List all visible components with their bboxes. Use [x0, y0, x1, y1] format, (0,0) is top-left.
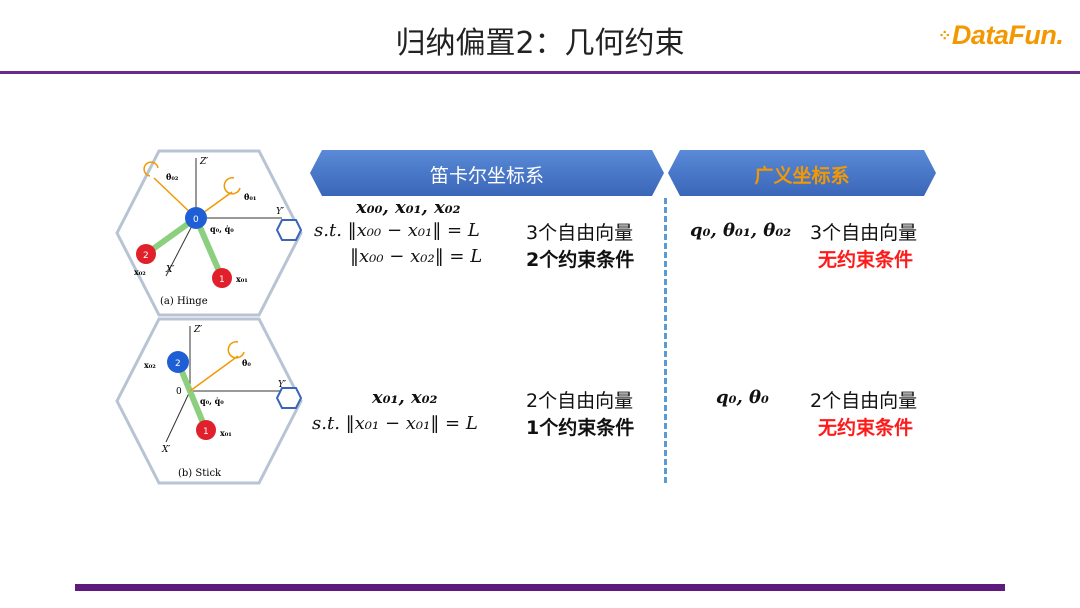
- hinge-figure: 0 2 1 Z′ Y′ X′ q₀, q̇₀ θ̇₀₂ θ̇₀₁ x₀₂ x₀₁…: [115, 149, 303, 317]
- stick-orange-vector: [189, 355, 239, 392]
- stick-atom-1-label: 1: [203, 427, 209, 437]
- stick-constraint-1: s.t. ‖x₀₁ − x₀₁‖ = L: [312, 413, 478, 434]
- stick-connector-icon: [276, 387, 302, 409]
- hinge-atom-2: [136, 244, 156, 264]
- stick-theta0-label: θ̇₀: [242, 358, 251, 368]
- stick-cartesian-vars: x₀₁, x₀₂: [372, 387, 438, 408]
- stick-rotation-arrow-icon: [227, 341, 245, 359]
- hinge-atom-1: [212, 268, 232, 288]
- hinge-theta02-label: θ̇₀₂: [166, 172, 179, 182]
- stick-y-label: Y′: [278, 380, 286, 390]
- hinge-atom-1-label: 1: [219, 275, 225, 285]
- hinge-connector-icon: [276, 219, 302, 241]
- hinge-theta01-label: θ̇₀₁: [244, 192, 256, 202]
- stick-z-label: Z′: [193, 325, 202, 335]
- hinge-cartesian-vars: x₀₀, x₀₁, x₀₂: [356, 197, 461, 218]
- stick-atom-2: [167, 351, 189, 373]
- stick-atom-1: [196, 420, 216, 440]
- stick-caption: (b) Stick: [178, 468, 222, 479]
- hinge-rotation-arrow-01-icon: [223, 177, 241, 195]
- hinge-atom-0: [185, 207, 207, 229]
- hinge-x02-label: x₀₂: [134, 267, 146, 277]
- hinge-atom-0-label: 0: [193, 215, 199, 225]
- slide-title: 归纳偏置2：几何约束: [395, 26, 685, 61]
- hinge-cartesian-free: 3个自由向量: [526, 222, 634, 244]
- hinge-caption: (a) Hinge: [160, 296, 208, 307]
- datafun-logo: ⁘DataFun.: [938, 20, 1064, 51]
- footer-bar: [75, 584, 1005, 591]
- stick-generalized-constraints: 无约束条件: [818, 417, 914, 439]
- hinge-hexagon-frame: [115, 149, 303, 317]
- cartesian-banner-label: 笛卡尔坐标系: [429, 165, 544, 187]
- hinge-constraint-2: ‖x₀₀ − x₀₂‖ = L: [350, 246, 483, 267]
- hinge-q-label: q₀, q̇₀: [210, 224, 234, 234]
- hinge-cartesian-constraints: 2个约束条件: [526, 249, 635, 271]
- stick-x01-label: x₀₁: [220, 428, 232, 438]
- hinge-constraint-1: s.t. ‖x₀₀ − x₀₁‖ = L: [314, 220, 480, 241]
- generalized-banner-label: 广义坐标系: [754, 165, 850, 187]
- stick-figure: 2 1 Z′ Y′ X′ 0 q₀, q̇₀ θ̇₀ x₀₂ x₀₁ (b) S…: [115, 317, 303, 485]
- generalized-banner: [668, 150, 936, 196]
- cartesian-banner: [310, 150, 664, 196]
- logo-dots-icon: ⁘: [938, 28, 951, 45]
- logo-text: DataFun.: [951, 20, 1064, 50]
- stick-x02-label: x₀₂: [144, 360, 156, 370]
- column-divider: [664, 198, 667, 483]
- hinge-y-label: Y′: [276, 207, 284, 217]
- stick-generalized-vars: q₀, θ₀: [716, 387, 769, 408]
- hinge-atom-2-label: 2: [143, 251, 149, 261]
- stick-origin-label: 0: [176, 387, 182, 397]
- hinge-generalized-constraints: 无约束条件: [818, 249, 914, 271]
- stick-atom-2-label: 2: [175, 359, 181, 369]
- stick-generalized-free: 2个自由向量: [810, 390, 918, 412]
- stick-hexagon-frame: [115, 317, 303, 485]
- header-divider: [0, 71, 1080, 74]
- hinge-rotation-arrow-02-icon: [143, 161, 159, 177]
- stick-q-label: q₀, q̇₀: [200, 396, 224, 406]
- stick-cartesian-constraints: 1个约束条件: [526, 417, 635, 439]
- hinge-x-label: X′: [165, 265, 174, 275]
- hinge-x01-label: x₀₁: [236, 274, 248, 284]
- hinge-generalized-free: 3个自由向量: [810, 222, 918, 244]
- header-banners: [310, 150, 936, 196]
- stick-x-label: X′: [161, 445, 170, 455]
- stick-bond: [175, 360, 209, 432]
- hinge-generalized-vars: q₀, θ₀₁, θ₀₂: [690, 220, 792, 241]
- stick-cartesian-free: 2个自由向量: [526, 390, 634, 412]
- stick-x-axis: [165, 390, 191, 443]
- hinge-z-label: Z′: [199, 157, 208, 167]
